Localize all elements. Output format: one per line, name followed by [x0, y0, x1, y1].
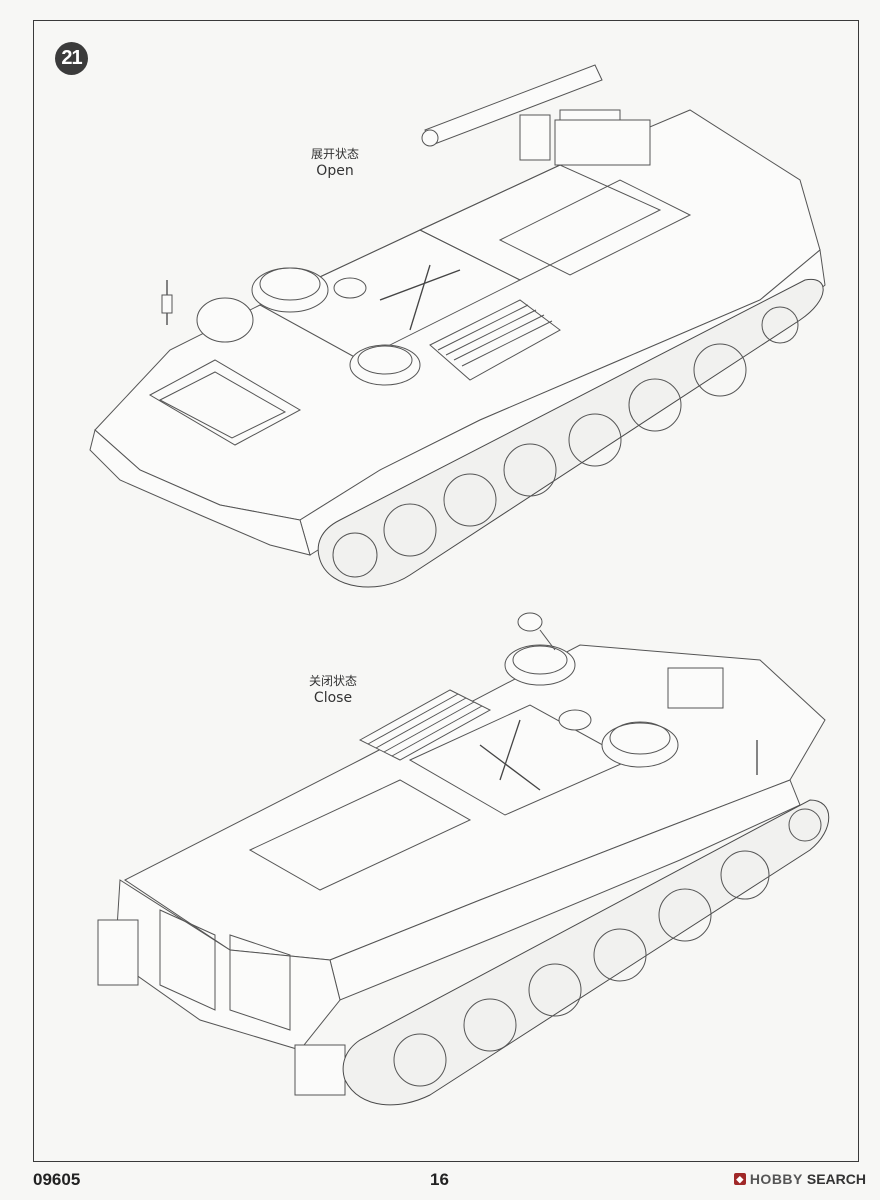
page-border	[33, 20, 859, 1162]
watermark-logo-mark: ◆	[733, 1173, 746, 1185]
watermark-brand: HOBBY	[749, 1171, 803, 1187]
missile-launcher	[421, 64, 651, 166]
engine-grille	[429, 299, 561, 381]
commander-hatch-closed	[601, 721, 679, 768]
watermark-logo: ◆ HOBBY SEARCH	[733, 1171, 866, 1187]
close-label-cn: 关闭状态	[308, 674, 357, 688]
commander-hatch	[251, 267, 329, 313]
driver-hatch-closed	[504, 644, 576, 686]
page-number: 16	[430, 1170, 449, 1189]
open-state-label: 展开状态 Open	[300, 146, 370, 180]
watermark-word: SEARCH	[806, 1171, 866, 1187]
close-label-en: Close	[313, 690, 353, 706]
vehicle-open-drawing	[89, 64, 826, 588]
open-label-cn: 展开状态	[310, 147, 359, 161]
periscope-hatch	[349, 344, 421, 386]
kit-part-number: 09605	[33, 1170, 81, 1189]
close-state-label: 关闭状态 Close	[298, 673, 368, 707]
open-label-en: Open	[316, 163, 354, 179]
vehicle-closed-drawing	[97, 612, 830, 1106]
step-number-badge: 21	[55, 42, 88, 75]
track-assembly-closed	[342, 799, 830, 1106]
track-assembly	[317, 278, 824, 588]
engine-grille-closed	[358, 689, 492, 761]
